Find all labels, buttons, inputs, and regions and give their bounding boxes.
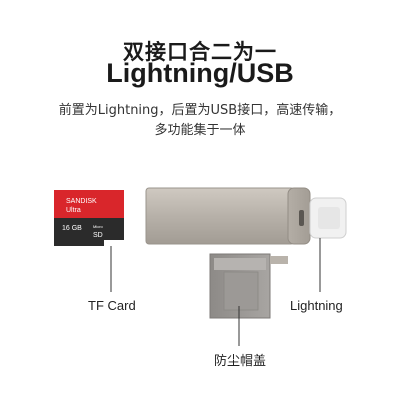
card-reader — [145, 187, 347, 245]
headline-subtitle: Lightning/USB — [106, 58, 294, 88]
headline-title: 双接口合二为一 — [123, 40, 277, 64]
dust-cap-label-text: 防尘帽盖 — [214, 354, 267, 369]
reader-body — [145, 187, 295, 245]
dust-cap-hinge — [270, 256, 288, 264]
lightning-label-text: Lightning — [290, 298, 343, 313]
tf-card-brand: SANDISK — [66, 198, 97, 205]
tf-card-type: SD — [93, 232, 103, 239]
lightning-contacts — [318, 207, 340, 229]
tf-card: SANDISK Ultra 16 GB Micro SD — [54, 190, 124, 246]
dust-cap-top — [214, 258, 266, 270]
tf-card-series: Ultra — [66, 207, 81, 214]
dust-cap-window — [223, 271, 259, 311]
tf-card-type-small: Micro — [93, 224, 104, 229]
description-line-1: 前置为Lightning，后置为USB接口，高速传输， — [58, 103, 342, 118]
dust-cap — [209, 253, 288, 319]
tf-card-capacity: 16 GB — [62, 225, 82, 232]
description-line-2: 多功能集于一体 — [154, 123, 246, 138]
indicator-slot — [299, 210, 304, 226]
tf-card-label-text: TF Card — [88, 298, 136, 313]
tf-card-label — [54, 190, 124, 218]
